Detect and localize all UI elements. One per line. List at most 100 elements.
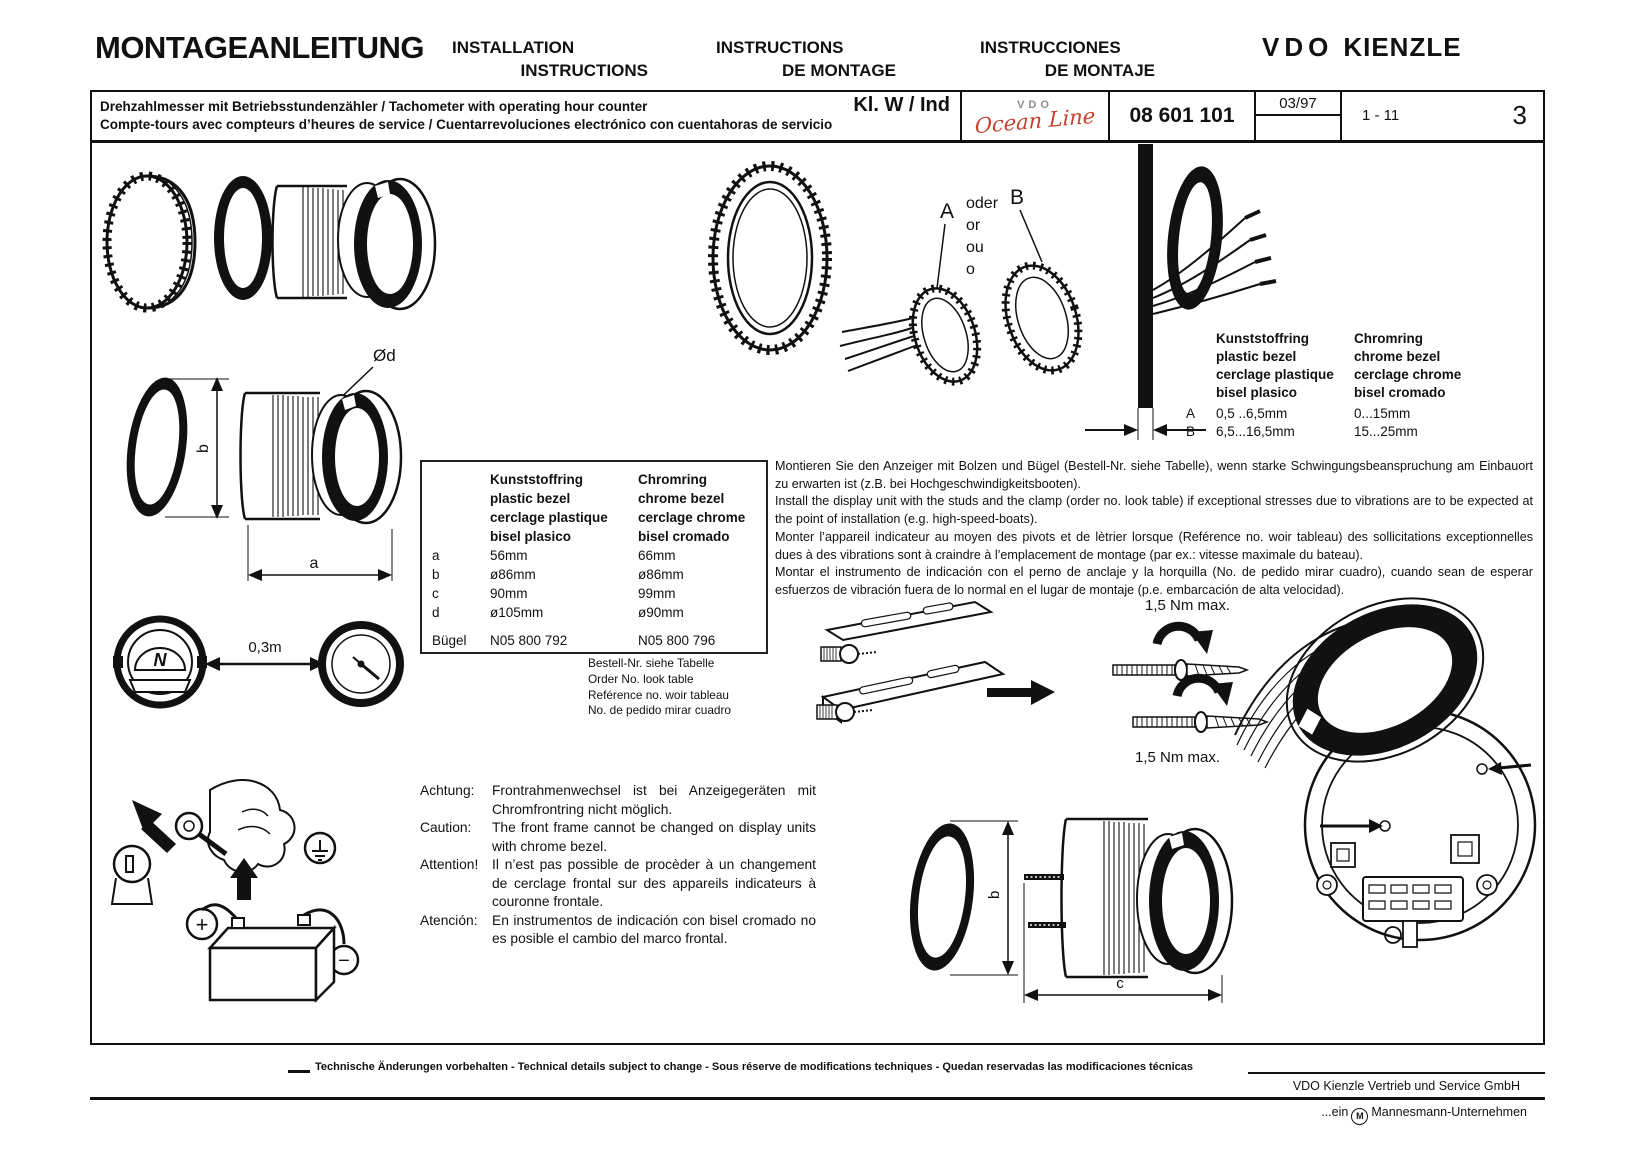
lang-title-en: INSTALLATION INSTRUCTIONS [452, 36, 648, 82]
label-or: or [966, 217, 981, 234]
order-note-es: No. de pedido mirar cuadro [588, 703, 731, 718]
order-note: Bestell-Nr. siehe Tabelle Order No. look… [588, 656, 731, 719]
label-dim-b: b [195, 444, 212, 453]
footer-rule [1248, 1072, 1545, 1074]
row-label: A [1186, 406, 1196, 421]
group-prefix: ...ein [1321, 1105, 1349, 1119]
lang-title-line: INSTRUCCIONES [980, 38, 1121, 57]
row-label: a [432, 548, 440, 563]
header-line: bisel plasico [490, 529, 572, 544]
lang-title-fr: INSTRUCTIONS DE MONTAGE [716, 36, 896, 82]
key-icon [174, 811, 204, 841]
header-line: cerclage plastique [490, 510, 608, 525]
change-notice: Technische Änderungen vorbehalten - Tech… [315, 1061, 1194, 1073]
gauge-rear-view-illustration [1234, 597, 1537, 948]
dims-col1-header: Kunststoffring plastic bezel cerclage pl… [490, 470, 638, 546]
title-block: Drehzahlmesser mit Betriebsstundenzähler… [90, 90, 1545, 142]
header-line: bisel cromado [638, 529, 730, 544]
caution-label: Atención: [420, 912, 478, 928]
dimensions-table: Kunststoffring plastic bezel cerclage pl… [420, 460, 768, 654]
battery-icon [207, 926, 337, 950]
page-title: MONTAGEANLEITUNG [95, 30, 424, 65]
lang-title-line: INSTRUCTIONS [716, 38, 844, 57]
cell-value: 90mm [490, 586, 528, 601]
header-line: Chromring [638, 472, 707, 487]
label-ou: ou [966, 239, 984, 256]
label-o: o [966, 261, 975, 278]
label-dim-b: b [986, 891, 1003, 899]
mounting-en: Install the display unit with the studs … [775, 494, 1533, 527]
cell-value: 99mm [638, 586, 676, 601]
footer-dash [288, 1070, 310, 1073]
exploded-view-illustration [102, 171, 437, 313]
cell-value: 0...15mm [1354, 406, 1411, 421]
label-dim-a: a [310, 555, 319, 572]
group-suffix: Mannesmann-Unternehmen [1371, 1105, 1527, 1119]
caution-label: Achtung: [420, 783, 475, 798]
lang-title-line: INSTRUCTIONS [520, 61, 649, 80]
gauge-dimension-illustration: Ød b a [126, 346, 403, 581]
mounting-instructions: Montieren Sie den Anzeiger mit Bolzen un… [775, 458, 1533, 600]
order-note-de: Bestell-Nr. siehe Tabelle [588, 656, 715, 670]
header-line: Chromring [1354, 331, 1423, 346]
lang-title-line: DE MONTAGE [782, 61, 896, 80]
mounting-de: Montieren Sie den Anzeiger mit Bolzen un… [775, 459, 1533, 491]
cell-value: 0,5 ..6,5mm [1216, 406, 1288, 421]
header-line: plastic bezel [1216, 349, 1297, 364]
connector-block [1362, 876, 1464, 922]
cell-value: ø86mm [638, 567, 684, 582]
class-code: Kl. W / Ind [853, 94, 950, 116]
caution-text: The front frame cannot be changed on dis… [492, 820, 816, 854]
lang-title-line: DE MONTAJE [1044, 61, 1155, 80]
torque-label: 1,5 Nm max. [1145, 597, 1230, 614]
compass-n: N [154, 650, 168, 670]
product-title-line2: Compte-tours avec compteurs d’heures de … [100, 117, 833, 132]
arrow-icon [230, 858, 258, 900]
header-line: bisel plasico [1216, 385, 1298, 400]
label-diameter-d: Ød [373, 346, 396, 365]
mounting-fr: Monter l’appareil indicateur au moyen de… [775, 529, 1533, 562]
brand-logo: VDO KIENZLE [1262, 32, 1462, 63]
cell-value: ø86mm [490, 567, 536, 582]
order-note-fr: Reférence no. woir tableau [588, 687, 729, 702]
clearance-table: Kunststoffring plastic bezel cerclage pl… [1186, 330, 1546, 441]
cell-value: 66mm [638, 548, 676, 563]
caution-label: Attention! [420, 857, 479, 872]
label-distance: 0,3m [248, 639, 281, 656]
vdo-logo: VDO [1262, 32, 1334, 62]
header-line: cerclage chrome [638, 510, 746, 525]
compass-distance-illustration: N 0,3m [113, 615, 404, 709]
lang-title-es: INSTRUCCIONES DE MONTAJE [980, 36, 1155, 82]
plus-symbol: + [196, 912, 209, 937]
label-oder: oder [966, 195, 999, 212]
cell-value: N05 800 796 [638, 633, 716, 648]
torque-label: 1,5 Nm max. [1135, 749, 1220, 766]
header-line: cerclage chrome [1354, 367, 1462, 382]
kienzle-logo: KIENZLE [1343, 32, 1462, 62]
header-line: chrome bezel [638, 491, 725, 506]
oceanline-logo-cell: VDO Ocean Line [960, 92, 1108, 140]
wiring-battery-illustration: + − [110, 779, 360, 1004]
cell-value: 6,5...16,5mm [1216, 424, 1295, 439]
clamp-a [908, 284, 982, 386]
header-line: Kunststoffring [1216, 331, 1309, 346]
page-range: 1 - 11 [1362, 107, 1400, 124]
gauge-bc-dimension-illustration: b c [909, 817, 1234, 1003]
header-line: plastic bezel [490, 491, 571, 506]
row-label: Bügel [432, 633, 467, 648]
caution-text: En instrumentos de indicación con bisel … [492, 912, 816, 947]
caution-block: Achtung: Frontrahmenwechsel ist bei Anze… [420, 782, 816, 949]
content-frame [90, 141, 1545, 1045]
product-title-line1: Drehzahlmesser mit Betriebsstundenzähler… [100, 99, 648, 114]
arrow-icon [132, 800, 162, 832]
label-b: B [1010, 186, 1024, 209]
cell-value: ø105mm [490, 605, 544, 620]
mounting-es: Montar el instrumento de indicación con … [775, 565, 1533, 597]
bracket-rail [824, 600, 994, 642]
issue-date-cell: 03/97 [1254, 92, 1340, 140]
row-label: c [432, 586, 439, 601]
header-line: bisel cromado [1354, 385, 1446, 400]
footer-thick-rule [90, 1097, 1545, 1100]
panel-edge [1138, 144, 1153, 408]
